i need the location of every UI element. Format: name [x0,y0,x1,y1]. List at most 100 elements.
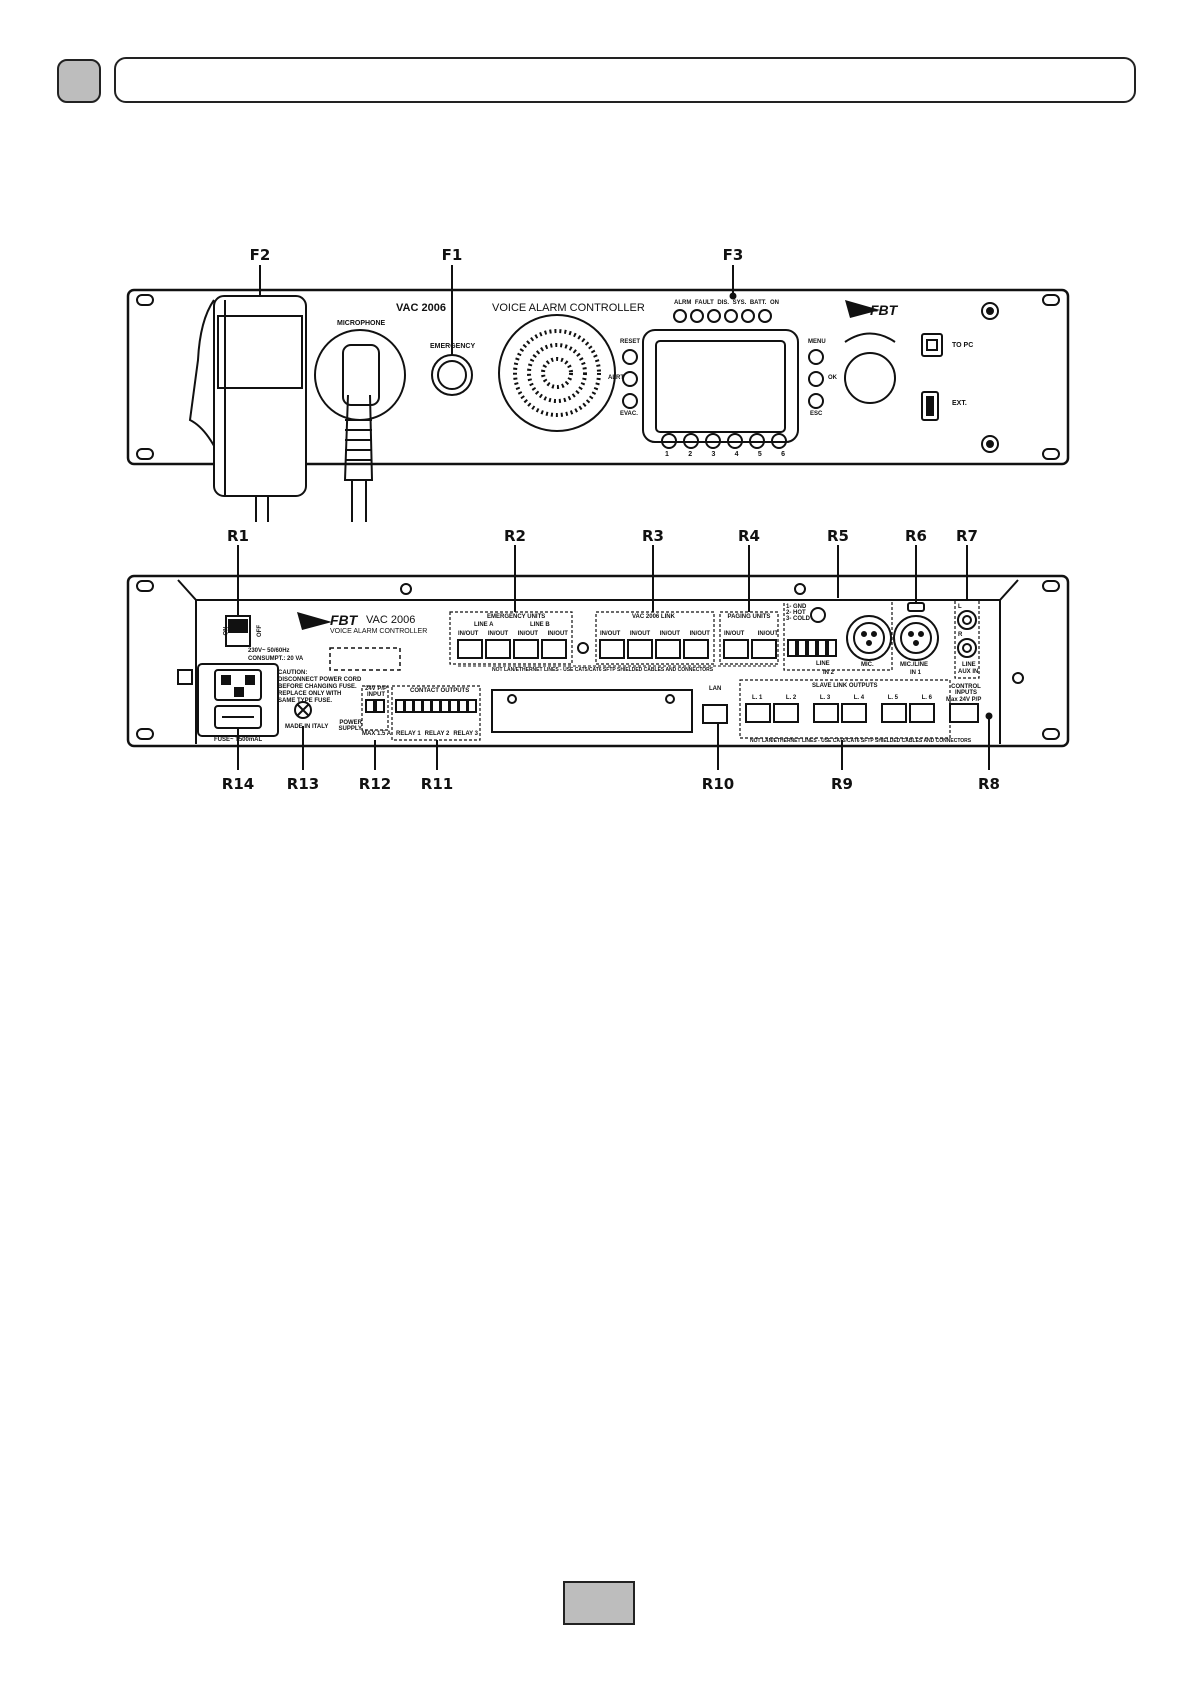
alert-label: ALRT [608,375,624,381]
section-title-bar [114,57,1136,103]
fuse-label: FUSE~ T500mAL [214,737,263,743]
link-inout-labels: IN/OUT IN/OUT IN/OUT IN/OUT [600,631,710,637]
callout-r12: R12 [358,775,392,793]
ok-label: OK [828,375,837,381]
power-rating-2: CONSUMPT.: 20 VA [248,656,304,662]
front-emergency-label: EMERGENCY [430,343,476,350]
led-label: BATT. [749,300,767,306]
mic-label: MIC. [861,662,874,668]
led-label: ON [769,300,779,306]
slave-link-label: SLAVE LINK OUTPUTS [812,683,878,689]
zone-label: 1 [665,451,669,458]
line-aux-label: LINE [962,662,976,668]
xlr-pin-label: 2- HOT [786,610,806,616]
caution-line: REPLACE ONLY WITH [278,691,342,697]
inout-label: IN/OUT [458,631,479,637]
callout-r11: R11 [420,775,454,793]
menu-label: MENU [808,339,826,345]
callout-f2: F2 [249,246,271,264]
led-labels: ALRM FAULT DIS. SYS. BATT. ON [674,300,779,306]
dc-input-label: 24V P/P INPUT [364,686,387,698]
link-label: VAC 2006 LINK [632,614,675,620]
callout-r4: R4 [738,527,760,545]
rear-model: VAC 2006 [366,614,416,626]
callout-r9: R9 [831,775,853,793]
led-label: SYS. [732,300,747,306]
callout-r6: R6 [905,527,927,545]
section-number-box [57,59,101,103]
callout-r3: R3 [642,527,664,545]
inout-label: IN/OUT [659,631,681,637]
inout-label: IN/OUT [517,631,539,637]
relay-label: RELAY 2 [424,731,450,737]
slave-line-label: L. 3 [819,695,831,701]
rear-panel-diagram [126,545,1070,770]
slave-line-label: L. 6 [921,695,932,701]
zone-label: 5 [757,451,762,458]
front-model: VAC 2006 [396,302,446,314]
caution-line: CAUTION: [278,670,308,676]
callout-r10: R10 [701,775,735,793]
callout-r14: R14 [221,775,255,793]
inout-label: IN/OUT [487,631,509,637]
paging-inout-labels: IN/OUT IN/OUT [724,631,778,637]
front-title: VOICE ALARM CONTROLLER [492,302,645,314]
in2-label: IN 2 [823,670,835,676]
contact-outputs-label: CONTACT OUTPUTS [410,688,470,694]
relay-label: RELAY 3 [453,731,478,737]
aux-in-label: AUX IN [958,669,979,675]
callout-r8: R8 [978,775,1000,793]
inout-label: IN/OUT [600,631,621,637]
rear-subtitle: VOICE ALARM CONTROLLER [330,628,428,635]
paging-units-label: PAGING UNITS [727,614,771,620]
xlr-pin-label: 3- COLD [786,616,810,622]
power-rating-1: 230V~ 50/60Hz [248,648,290,654]
in1-label: IN 1 [910,670,922,676]
front-brand: FBT [870,302,898,318]
relay-labels: RELAY 1 RELAY 2 RELAY 3 [396,731,478,737]
max24-label: Max 24V P/P [946,697,982,703]
inout-label: IN/OUT [724,631,745,637]
not-lan-warning-2: NOT LAN/ETHERNET LINES - USE CAT5/CAT6 S… [750,738,972,744]
callout-f3: F3 [722,246,744,264]
led-label: DIS. [717,300,730,306]
ext-label: EXT. [952,400,967,407]
slave-line-label: L. 5 [887,695,899,701]
l-channel-label: L [958,604,962,610]
led-label: FAULT [694,300,714,306]
power-supply-label: POWER SUPPLY [338,720,362,732]
caution-line: BEFORE CHANGING FUSE. [278,684,357,690]
made-in-label: MADE IN ITALY [285,724,329,730]
led-label: ALRM [674,300,692,306]
slave-line-labels: L. 1 L. 2 L. 3 L. 4 L. 5 L. 6 [752,695,932,701]
control-inputs-label: CONTROL INPUTS [951,684,981,696]
not-lan-warning-1: NOT LAN/ETHERNET LINES - USE CAT5/CAT6 S… [492,667,714,673]
line-a-label: LINE A [474,622,494,628]
to-pc-label: TO PC [952,342,974,349]
zone-label: 2 [688,451,693,458]
inout-label: IN/OUT [757,631,778,637]
front-microphone-label: MICROPHONE [337,320,386,327]
reset-label: RESET [620,339,641,345]
caution-line: DISCONNECT POWER CORD [278,677,362,683]
slave-line-label: L. 1 [752,695,763,701]
callout-f1: F1 [441,246,463,264]
mic-line-label: MIC./LINE [900,662,928,668]
max-current-label: MAX 1.5 A [362,731,392,737]
power-off-label: OFF [257,625,263,637]
caution-block: CAUTION: DISCONNECT POWER CORD BEFORE CH… [278,670,361,705]
page-number-box [563,1581,635,1625]
esc-label: ESC [810,411,823,417]
inout-label: IN/OUT [547,631,568,637]
callout-r5: R5 [827,527,849,545]
front-panel-diagram [126,265,1070,522]
inout-label: IN/OUT [629,631,651,637]
callout-r1: R1 [227,527,249,545]
emergency-units-label: EMERGENCY UNITS [487,614,546,620]
lan-label: LAN [709,686,722,692]
r-channel-label: R [958,632,963,638]
zone-label: 6 [781,451,785,458]
zone-labels: 1 2 3 4 5 6 [665,451,785,458]
callout-r2: R2 [504,527,526,545]
callout-r13: R13 [286,775,320,793]
